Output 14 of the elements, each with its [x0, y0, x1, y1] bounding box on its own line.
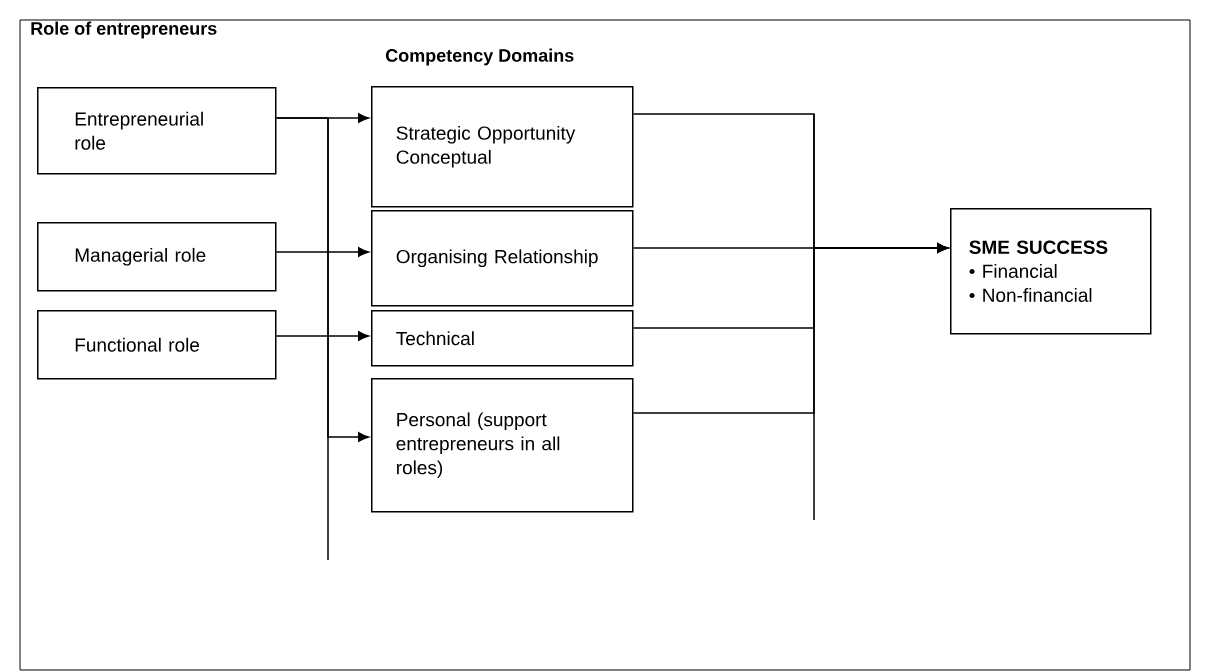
role-box: Managerial role — [37, 222, 277, 292]
competency-box: Technical — [371, 310, 634, 367]
heading: Role of entrepreneurs — [31, 21, 217, 39]
arrow — [632, 243, 948, 414]
arrow — [275, 331, 369, 341]
result-box: SME SUCCESS • Financial • Non-financial — [950, 208, 1152, 335]
arrow — [275, 247, 369, 257]
role-box: Entrepreneurial role — [37, 87, 277, 175]
competency-box: Personal (support entrepreneurs in all roles) — [371, 378, 634, 513]
heading: Competency Domains — [385, 48, 574, 66]
arrow — [275, 117, 369, 442]
competency-box: Strategic Opportunity Conceptual — [371, 86, 634, 208]
role-box: Functional role — [37, 310, 277, 380]
competency-box: Organising Relationship — [371, 210, 634, 307]
